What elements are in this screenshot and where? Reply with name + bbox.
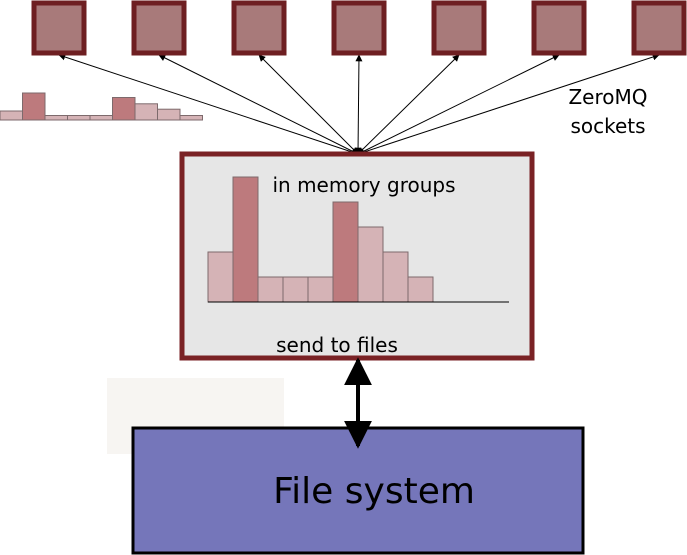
- mini-histogram-bar: [0, 110, 23, 121]
- socket-connector: [357, 54, 560, 155]
- file-system-box: [131, 426, 585, 555]
- socket-connector: [357, 54, 460, 155]
- histogram-bar: [357, 226, 384, 303]
- socket-source-node: [31, 0, 87, 56]
- mini-histogram-bar: [157, 108, 181, 121]
- histogram-bar: [232, 176, 259, 303]
- mini-histogram-bar: [67, 115, 91, 121]
- mini-histogram-bar: [179, 115, 203, 121]
- socket-connectors: [58, 53, 660, 156]
- socket-source-node: [331, 0, 387, 56]
- mini-histogram-bar: [22, 92, 46, 121]
- mini-histogram-bar: [89, 115, 113, 121]
- socket-connector: [158, 54, 359, 155]
- histogram-bar: [307, 276, 334, 303]
- socket-connector: [354, 54, 363, 155]
- send-to-files-label: send to files: [276, 333, 398, 357]
- mini-histogram-bar: [134, 103, 158, 121]
- socket-sources: [31, 0, 687, 56]
- file-system-label: File system: [273, 471, 475, 512]
- memory-groups-label: in memory groups: [272, 173, 455, 197]
- sockets-label-line1: ZeroMQ: [568, 85, 647, 109]
- socket-source-node: [631, 0, 687, 56]
- socket-source-node: [431, 0, 487, 56]
- histogram-bar: [332, 201, 359, 303]
- socket-connector: [357, 53, 660, 156]
- socket-connector: [258, 54, 359, 155]
- mini-histogram-bar: [112, 97, 136, 121]
- socket-connector: [58, 53, 359, 156]
- mini-histogram-bar: [44, 115, 68, 121]
- histogram-bar: [282, 276, 309, 303]
- histogram-bar: [207, 251, 234, 303]
- mini-histogram: [0, 92, 203, 121]
- socket-source-node: [531, 0, 587, 56]
- socket-source-node: [231, 0, 287, 56]
- socket-source-node: [131, 0, 187, 56]
- sockets-label-line2: sockets: [570, 114, 645, 138]
- histogram-bar: [407, 276, 434, 303]
- histogram-bar: [257, 276, 284, 303]
- histogram-bar: [382, 251, 409, 303]
